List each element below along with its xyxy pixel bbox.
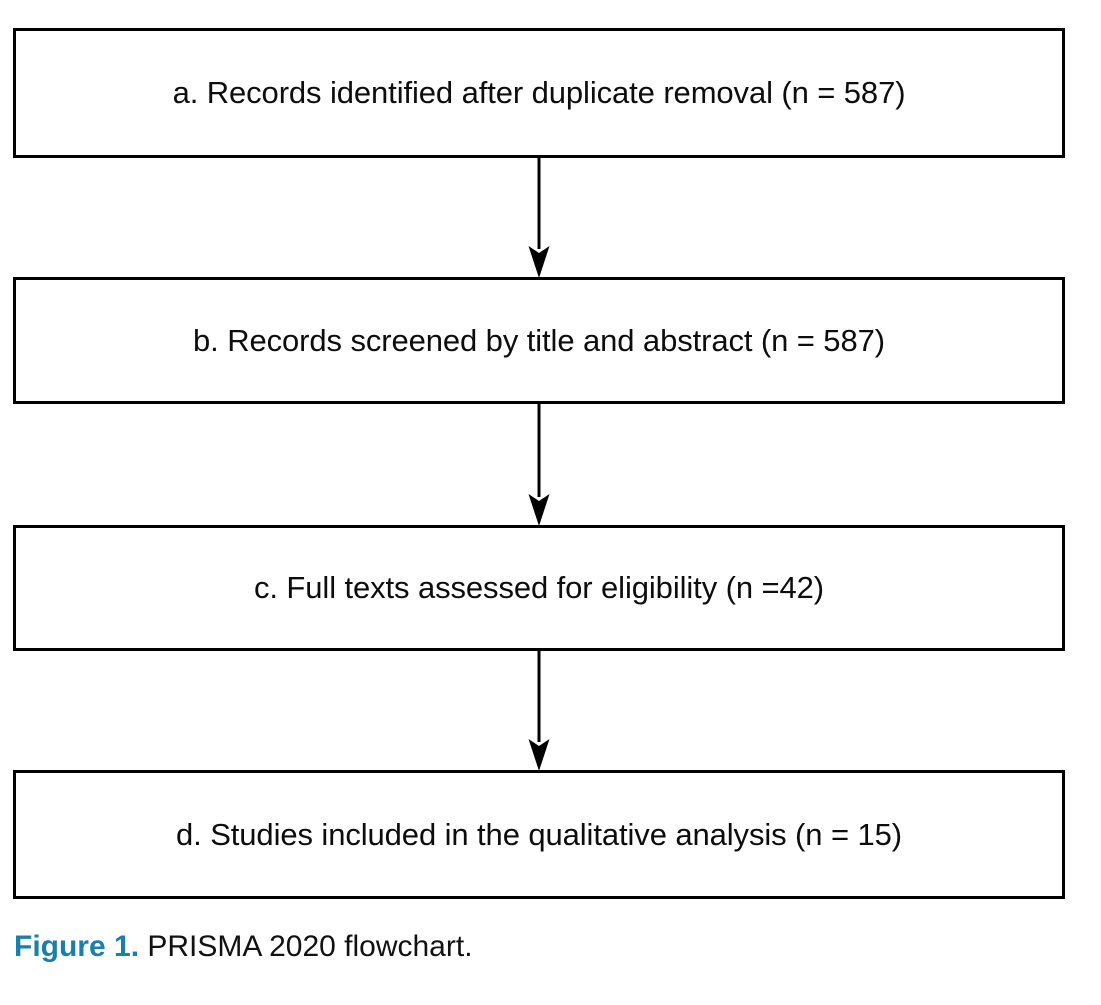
- flowchart-arrow-b-to-c: [527, 403, 551, 526]
- flowchart-box-a: a. Records identified after duplicate re…: [13, 28, 1065, 158]
- flowchart-arrow-c-to-d: [527, 650, 551, 771]
- figure-caption-text-value: PRISMA 2020 flowchart.: [147, 930, 473, 963]
- flowchart-box-b: b. Records screened by title and abstrac…: [13, 277, 1065, 404]
- figure-caption-text: PRISMA 2020 flowchart.: [139, 930, 473, 963]
- figure-caption: Figure 1. PRISMA 2020 flowchart.: [14, 928, 1084, 966]
- flowchart-box-a-label: a. Records identified after duplicate re…: [172, 75, 906, 111]
- flowchart-box-c-label: c. Full texts assessed for eligibility (…: [254, 570, 824, 606]
- flowchart-box-c: c. Full texts assessed for eligibility (…: [13, 525, 1065, 651]
- figure-caption-label: Figure 1.: [14, 930, 140, 963]
- flowchart-arrow-a-to-b: [527, 157, 551, 278]
- flowchart-box-d-label: d. Studies included in the qualitative a…: [176, 816, 902, 852]
- flowchart-box-b-label: b. Records screened by title and abstrac…: [193, 322, 885, 358]
- flowchart-box-d: d. Studies included in the qualitative a…: [13, 770, 1065, 899]
